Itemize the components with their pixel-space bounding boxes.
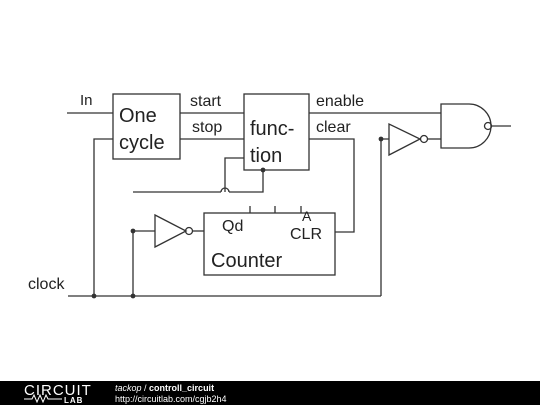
label-stop: stop [192,119,222,136]
counter-block [203,212,336,276]
junction-dot [378,136,384,142]
project-meta: tackop / controll_circuit http://circuit… [115,383,227,405]
function-label-2: tion [250,145,282,167]
junction-dot [260,167,266,173]
not-gate-counter [154,213,188,249]
one-cycle-label-2: cycle [119,132,165,154]
label-clr: CLR [290,226,322,243]
not-gate-enable [388,122,422,157]
junction-dot [130,228,136,234]
function-block [243,93,310,171]
label-clock: clock [28,276,65,293]
project-name[interactable]: controll_circuit [149,383,215,393]
function-label-1: func- [250,118,294,140]
label-start: start [190,93,222,110]
label-enable: enable [316,93,364,110]
label-in: In [80,92,93,109]
resistor-wave-icon [24,394,62,403]
circuit-schematic: In start stop enable clear clock One cyc… [28,92,511,299]
project-url[interactable]: http://circuitlab.com/cgjb2h4 [115,394,227,404]
label-qd: Qd [222,218,243,235]
junction-dot [130,293,136,299]
one-cycle-block [112,93,181,160]
author-link[interactable]: tackop [115,383,142,393]
and-gate [440,103,492,149]
junction-dot [91,293,97,299]
label-a: A [302,208,312,224]
meta-separator: / [141,383,150,393]
circuitlab-logo: CIRCUIT [24,382,92,399]
one-cycle-label-1: One [119,105,157,127]
circuitlab-footer: CIRCUIT LAB tackop / controll_circuit ht… [0,381,540,405]
label-clear: clear [316,119,351,136]
circuitlab-logo-sub: LAB [64,396,84,405]
counter-label: Counter [211,250,282,272]
